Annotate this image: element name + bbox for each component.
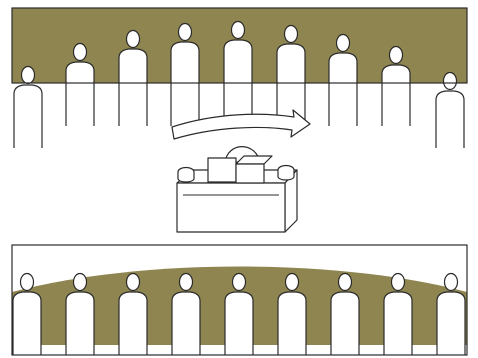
figure-head	[21, 274, 34, 291]
person-silhouette-icon	[436, 73, 464, 151]
bottom-panel	[12, 245, 467, 358]
top-panel	[12, 8, 467, 150]
panoramic-camera-icon	[177, 147, 297, 232]
figure-head	[337, 35, 350, 52]
figure-head	[22, 67, 35, 84]
figure-head	[127, 31, 140, 48]
figure-head	[180, 274, 193, 291]
figure-head	[127, 274, 140, 291]
figure-head	[74, 44, 87, 61]
camera-viewfinder	[208, 158, 236, 182]
figure-head	[392, 274, 405, 291]
figure-head	[339, 274, 352, 291]
figure-head	[285, 26, 298, 43]
figure-head	[74, 274, 87, 291]
bottom-figure-row	[13, 274, 465, 358]
figure-head	[445, 274, 458, 291]
figure-head	[444, 73, 457, 90]
figure-head	[390, 47, 403, 64]
figure-head	[232, 22, 245, 39]
camera-front-face	[177, 183, 285, 232]
figure-head	[233, 274, 246, 291]
figure-head	[179, 24, 192, 41]
figure-head	[286, 274, 299, 291]
